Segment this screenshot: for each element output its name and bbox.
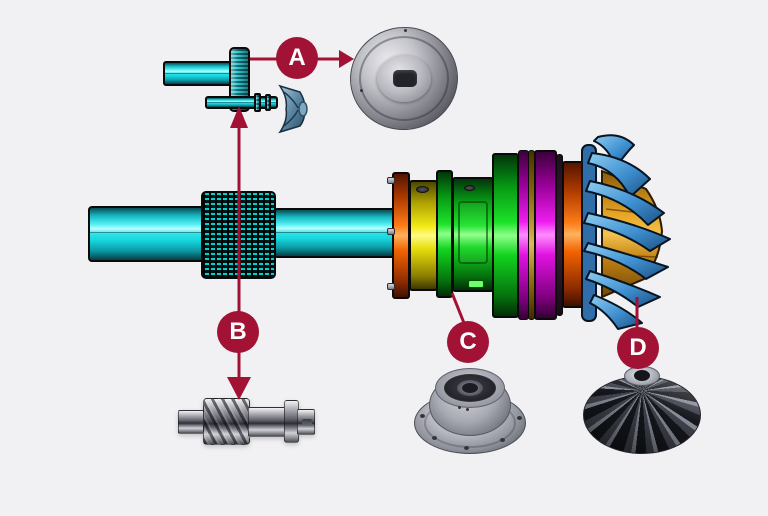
photo-seal-plate-disc <box>344 21 464 136</box>
photo-pump-shaft <box>178 398 315 445</box>
cad-green-flange <box>492 153 519 318</box>
callout-b-label: B <box>229 318 247 345</box>
cad-sleeve-screw <box>416 186 429 193</box>
cad-housing-recess <box>458 201 488 264</box>
housing-pin-hole <box>458 406 461 409</box>
callout-d-label: D <box>629 334 647 361</box>
cad-rotor-flange-drum <box>229 47 250 112</box>
shaft-middle <box>248 407 286 437</box>
cad-green-ring <box>436 170 453 298</box>
housing-bolt-hole <box>420 414 425 418</box>
housing-bore-hole <box>462 383 478 393</box>
cad-mount-bolt <box>387 177 395 184</box>
seal-plate-groove <box>359 36 449 121</box>
wheel-bladed-body <box>583 376 701 454</box>
cad-magenta-seal-body <box>534 150 557 320</box>
cad-mount-bolt <box>387 228 395 235</box>
seal-plate-mark <box>404 29 407 32</box>
cad-orange-mount-ring <box>392 172 410 299</box>
housing-pin-hole <box>466 408 469 411</box>
shaft-keyway <box>302 419 312 426</box>
photo-compressor-wheel <box>583 366 701 454</box>
cad-housing-oil-port <box>468 280 484 288</box>
housing-bolt-hole <box>500 438 505 442</box>
cad-small-turbine-wheel-icon <box>278 84 308 134</box>
shaft-end-stub <box>178 410 205 434</box>
shaft-helical-gear <box>203 398 250 445</box>
cad-main-shaft-left <box>88 206 205 262</box>
cad-knurled-gear-section <box>201 191 276 279</box>
callout-c-badge: C <box>447 321 489 363</box>
housing-bolt-hole <box>432 436 437 440</box>
wheel-hub-hole <box>634 370 650 381</box>
housing-bolt-hole <box>464 446 469 450</box>
seal-plate-mark <box>360 89 363 92</box>
cad-main-shaft-right <box>274 208 395 258</box>
callout-b-badge: B <box>217 311 259 353</box>
seal-plate-center-hole <box>393 70 417 87</box>
cad-mount-bolt <box>387 283 395 290</box>
compressor-blades <box>583 134 671 330</box>
cad-rotor-shaft-tube <box>163 61 237 86</box>
housing-bolt-hole <box>517 416 522 420</box>
cad-compressor-wheel <box>581 134 671 330</box>
photo-bearing-housing <box>414 362 526 454</box>
cad-rotor-ridge <box>265 94 271 111</box>
callout-a-label: A <box>288 44 306 71</box>
cad-green-bearing-housing <box>452 177 494 292</box>
callout-a-badge: A <box>276 37 318 79</box>
cad-housing-screw <box>464 185 475 191</box>
callout-c-label: C <box>459 328 477 355</box>
cad-rotor-ridge <box>254 93 261 112</box>
connector-b-arrowhead-down <box>227 377 251 400</box>
shaft-tip <box>297 409 315 435</box>
cad-yellow-sleeve <box>409 180 438 291</box>
callout-d-badge: D <box>617 327 659 369</box>
